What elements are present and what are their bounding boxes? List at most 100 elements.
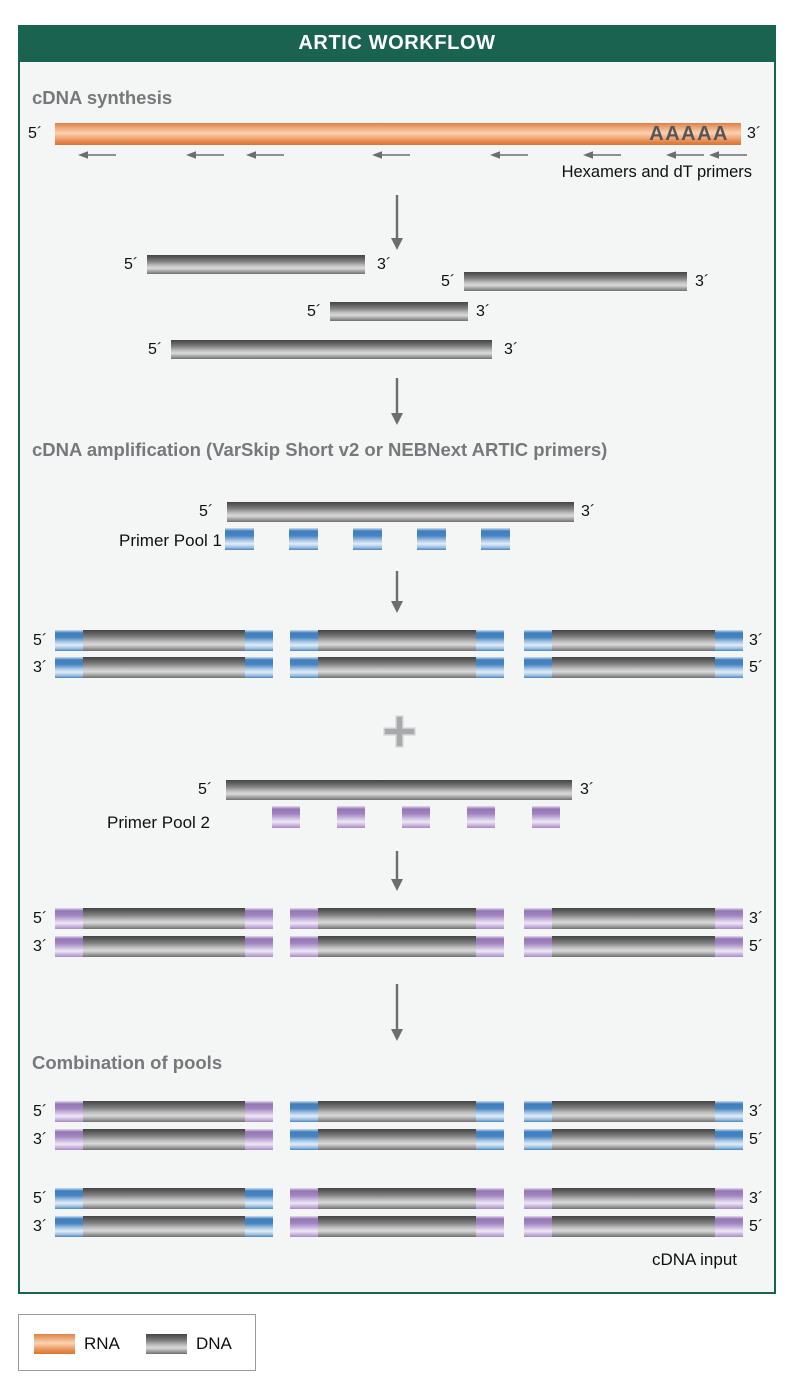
pool2-amplicon (524, 936, 743, 957)
down-arrow-icon (391, 984, 403, 1041)
pool1-amplicon (290, 630, 504, 651)
combined-amplicon (290, 1216, 504, 1237)
primer-pool1-label: Primer Pool 1 (119, 531, 222, 550)
down-arrow-icon (391, 851, 403, 891)
fragment-three-prime-label: 3´ (695, 273, 710, 290)
pool1-primer (417, 528, 446, 550)
fragment-five-prime-label: 5´ (124, 256, 139, 273)
cdna-fragment (147, 255, 365, 274)
combined-amplicon (290, 1101, 504, 1122)
pool2-primer (532, 806, 560, 828)
amplicon-three-prime-label: 3´ (33, 1131, 48, 1148)
amplicon-five-prime-label: 5´ (749, 1218, 764, 1235)
down-arrow-icon (391, 195, 403, 250)
combined-amplicon (55, 1216, 273, 1237)
left-arrow-icon (78, 151, 116, 159)
pool1-amplicon (290, 657, 504, 678)
template-five-prime-label: 5´ (199, 503, 214, 520)
fragment-five-prime-label: 5´ (441, 273, 456, 290)
rna-five-prime-label: 5´ (28, 125, 43, 142)
dna-legend-label: DNA (196, 1334, 232, 1353)
amplicon-five-prime-label: 5´ (33, 910, 48, 927)
amplification-heading: cDNA amplification (VarSkip Short v2 or … (32, 439, 608, 460)
combined-amplicon (524, 1129, 743, 1150)
template-three-prime-label: 3´ (581, 503, 596, 520)
combined-amplicon (524, 1216, 743, 1237)
left-arrow-icon (709, 151, 747, 159)
amplicon-three-prime-label: 3´ (749, 1103, 764, 1120)
rna-three-prime-label: 3´ (747, 125, 762, 142)
left-arrow-icon (666, 151, 704, 159)
pool1-amplicon (55, 630, 273, 651)
cdna-fragment (464, 272, 687, 291)
pool2-primer (402, 806, 430, 828)
combined-amplicon (524, 1101, 743, 1122)
cdna-input-label: cDNA input (651, 1250, 737, 1269)
amplicon-three-prime-label: 3´ (33, 659, 48, 676)
combined-amplicon (290, 1129, 504, 1150)
fragment-five-prime-label: 5´ (307, 303, 322, 320)
poly-a-tail: AAAAA (649, 123, 729, 145)
pool1-amplicon (524, 630, 743, 651)
rna-legend-swatch (34, 1334, 75, 1354)
plus-icon (383, 715, 416, 748)
pool1-primer (353, 528, 382, 550)
pool2-primer (337, 806, 365, 828)
left-arrow-icon (372, 151, 410, 159)
panel-title: ARTIC WORKFLOW (298, 32, 496, 54)
left-arrow-icon (583, 151, 621, 159)
amplicon-three-prime-label: 3´ (749, 632, 764, 649)
combination-heading: Combination of pools (32, 1052, 223, 1073)
dna-legend-swatch (146, 1334, 187, 1354)
amplicon-five-prime-label: 5´ (33, 632, 48, 649)
combined-amplicon (524, 1188, 743, 1209)
pool1-primer (481, 528, 510, 550)
rna-legend-label: RNA (84, 1334, 120, 1353)
pool1-primer (225, 528, 254, 550)
amplicon-five-prime-label: 5´ (749, 1131, 764, 1148)
pool2-primer (272, 806, 300, 828)
hexamers-annotation: Hexamers and dT primers (561, 163, 752, 181)
fragment-three-prime-label: 3´ (476, 303, 491, 320)
legend: RNA DNA (18, 1314, 256, 1371)
fragment-three-prime-label: 3´ (377, 256, 392, 273)
template-strand (227, 502, 574, 522)
left-arrow-icon (186, 151, 224, 159)
pool2-amplicon (290, 908, 504, 929)
fragment-three-prime-label: 3´ (504, 341, 519, 358)
fragment-five-prime-label: 5´ (148, 341, 163, 358)
combined-amplicon (290, 1188, 504, 1209)
amplicon-three-prime-label: 3´ (33, 1218, 48, 1235)
amplicon-three-prime-label: 3´ (749, 1190, 764, 1207)
synthesis-heading: cDNA synthesis (32, 87, 173, 108)
left-arrow-icon (246, 151, 284, 159)
pool1-amplicon (524, 657, 743, 678)
amplicon-five-prime-label: 5´ (749, 938, 764, 955)
pool1-primer (289, 528, 318, 550)
template-three-prime-label: 3´ (580, 781, 595, 798)
pool1-amplicon (55, 657, 273, 678)
combined-amplicon (55, 1129, 273, 1150)
template-five-prime-label: 5´ (198, 781, 213, 798)
panel-header: ARTIC WORKFLOW (18, 25, 776, 62)
down-arrow-icon (391, 571, 403, 613)
combined-amplicon (55, 1101, 273, 1122)
pool2-amplicon (290, 936, 504, 957)
pool2-primer (467, 806, 495, 828)
pool2-amplicon (55, 936, 273, 957)
amplicon-three-prime-label: 3´ (749, 910, 764, 927)
cdna-fragment (171, 340, 492, 359)
pool2-amplicon (524, 908, 743, 929)
amplicon-three-prime-label: 3´ (33, 938, 48, 955)
pool2-amplicon (55, 908, 273, 929)
rna-strand: AAAAA (55, 123, 741, 145)
amplicon-five-prime-label: 5´ (33, 1103, 48, 1120)
down-arrow-icon (391, 378, 403, 425)
primer-pool2-label: Primer Pool 2 (107, 813, 210, 832)
combined-amplicon (55, 1188, 273, 1209)
left-arrow-icon (490, 151, 528, 159)
cdna-fragment (330, 302, 468, 321)
amplicon-five-prime-label: 5´ (33, 1190, 48, 1207)
amplicon-five-prime-label: 5´ (749, 659, 764, 676)
